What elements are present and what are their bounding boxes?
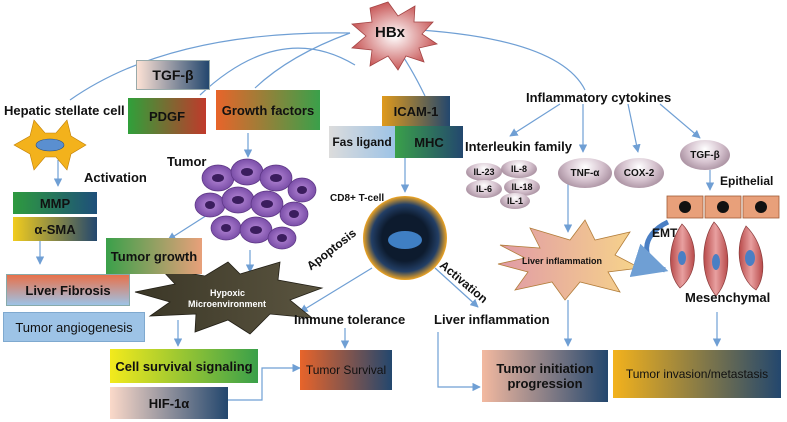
tumor-invasion-box: Tumor invasion/metastasis bbox=[613, 350, 781, 398]
fas-ligand-box: Fas ligand bbox=[329, 126, 395, 158]
tnf-alpha-badge: TNF-α bbox=[558, 158, 612, 188]
hypoxic-star bbox=[134, 261, 324, 335]
hbx-label: HBx bbox=[375, 24, 406, 41]
hif1a-box: HIF-1α bbox=[110, 387, 228, 419]
immune-tolerance-label: Immune tolerance bbox=[294, 312, 406, 327]
tcell-nucleus bbox=[388, 231, 422, 249]
tumor-cluster bbox=[194, 158, 317, 250]
tumor-label: Tumor bbox=[167, 154, 207, 169]
il8-badge: IL-8 bbox=[501, 160, 537, 178]
liver-inflammation-star-label: Liver inflammation bbox=[522, 256, 603, 266]
hbx-to-tgf-curve bbox=[69, 32, 351, 101]
liver-inflammation-star bbox=[497, 219, 642, 301]
hypoxic-label-2: Microenvironment bbox=[188, 299, 267, 309]
cd8-tcell-label: CD8+ T-cell bbox=[330, 193, 385, 204]
growth-factors-box: Growth factors bbox=[216, 90, 320, 130]
activation-left-label: Activation bbox=[84, 170, 147, 185]
hypoxic-label-1: Hypoxic bbox=[210, 288, 246, 298]
inflammatory-cytokines-label: Inflammatory cytokines bbox=[526, 90, 672, 105]
cox2-badge: COX-2 bbox=[614, 158, 664, 188]
il18-badge: IL-18 bbox=[504, 178, 540, 196]
mmp-box: MMP bbox=[13, 192, 97, 214]
stellate-nucleus bbox=[35, 138, 65, 152]
liver-inflammation-mid-label: Liver inflammation bbox=[434, 312, 550, 327]
tumor-initiation-line1: Tumor initiation bbox=[496, 361, 594, 376]
hepatic-stellate-cell-label: Hepatic stellate cell bbox=[4, 103, 125, 118]
tumor-initiation-line2: progression bbox=[507, 376, 583, 391]
tgf-beta-right-badge: TGF-β bbox=[680, 140, 730, 170]
il1-badge: IL-1 bbox=[500, 193, 530, 209]
cell-survival-signaling-box: Cell survival signaling bbox=[110, 349, 258, 383]
il23-badge: IL-23 bbox=[466, 163, 502, 181]
liver-fibrosis-box: Liver Fibrosis bbox=[6, 274, 130, 306]
il6-badge: IL-6 bbox=[466, 180, 502, 198]
icam1-box: ICAM-1 bbox=[382, 96, 450, 126]
hbx-to-growth-curve bbox=[254, 32, 351, 89]
mhc-box: MHC bbox=[395, 126, 463, 158]
mesenchymal-label: Mesenchymal bbox=[685, 290, 771, 305]
alpha-sma-box: α-SMA bbox=[13, 217, 97, 241]
hbx-star bbox=[351, 1, 439, 71]
tumor-angiogenesis-box: Tumor angiogenesis bbox=[3, 312, 145, 342]
epithelial-label: Epithelial bbox=[720, 174, 774, 188]
tgf-beta-box-left: TGF-β bbox=[136, 60, 210, 90]
pdgf-to-hbx-curve bbox=[199, 47, 356, 96]
interleukin-family-label: Interleukin family bbox=[465, 139, 572, 154]
pdgf-box: PDGF bbox=[128, 98, 206, 134]
emt-label: EMT bbox=[652, 226, 678, 240]
tumor-growth-box: Tumor growth bbox=[106, 238, 202, 274]
hbx-to-cytokines-curve bbox=[419, 29, 586, 91]
tumor-survival-box: Tumor Survival bbox=[300, 350, 392, 390]
emt-arrow bbox=[629, 219, 670, 278]
tumor-initiation-box: Tumor initiation progression bbox=[482, 350, 608, 402]
